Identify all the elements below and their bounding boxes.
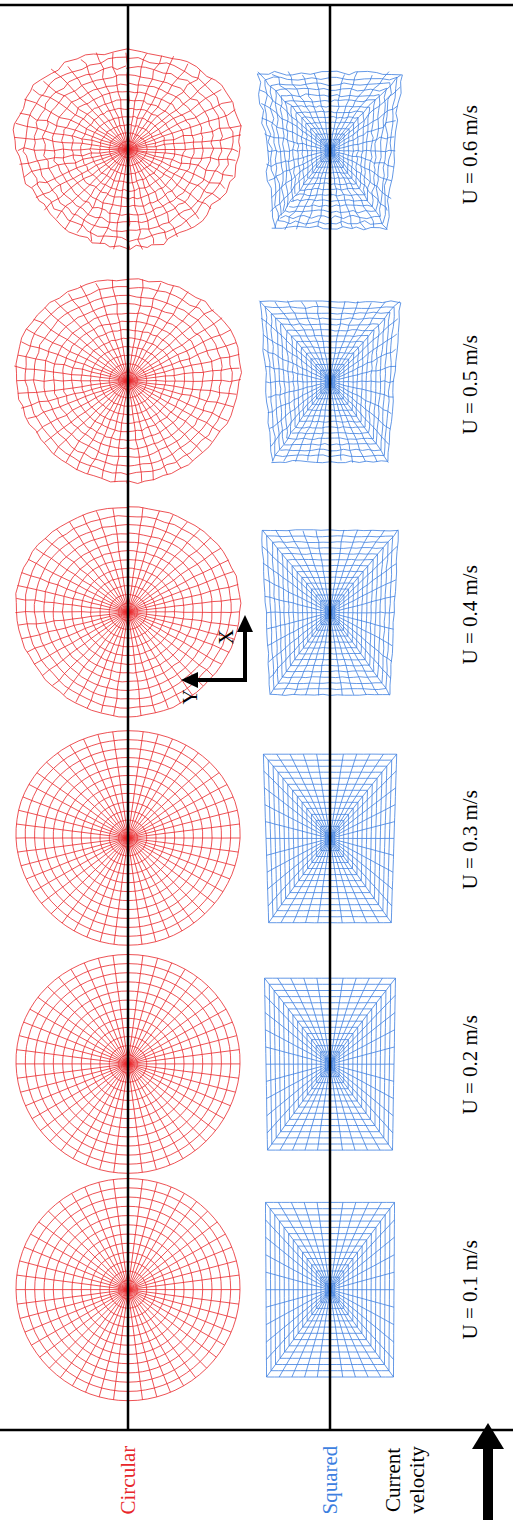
axis-arrow-head (181, 672, 198, 688)
velocity-label: U = 0.1 m/s (458, 1240, 482, 1339)
axis-label: X (214, 629, 238, 644)
frame-line (0, 4, 513, 7)
center-line (329, 5, 332, 1430)
frame-line (0, 1429, 513, 1432)
axis-arrow-head (237, 615, 253, 632)
row-label: Squared (318, 1446, 342, 1515)
axis-arrow (243, 630, 247, 680)
velocity-label: U = 0.2 m/s (458, 1015, 482, 1114)
velocity-label: U = 0.6 m/s (458, 105, 482, 204)
axis-label: Y (178, 689, 202, 704)
center-line (127, 5, 130, 1430)
velocity-label: U = 0.3 m/s (458, 790, 482, 889)
current-arrow (483, 1447, 493, 1520)
velocity-label: U = 0.5 m/s (458, 335, 482, 434)
velocity-label: U = 0.4 m/s (458, 565, 482, 664)
axis-arrow (196, 678, 247, 682)
row-label: Circular (116, 1446, 140, 1515)
current-arrow-head (472, 1423, 504, 1449)
flow-label: Current velocity (381, 1435, 429, 1525)
